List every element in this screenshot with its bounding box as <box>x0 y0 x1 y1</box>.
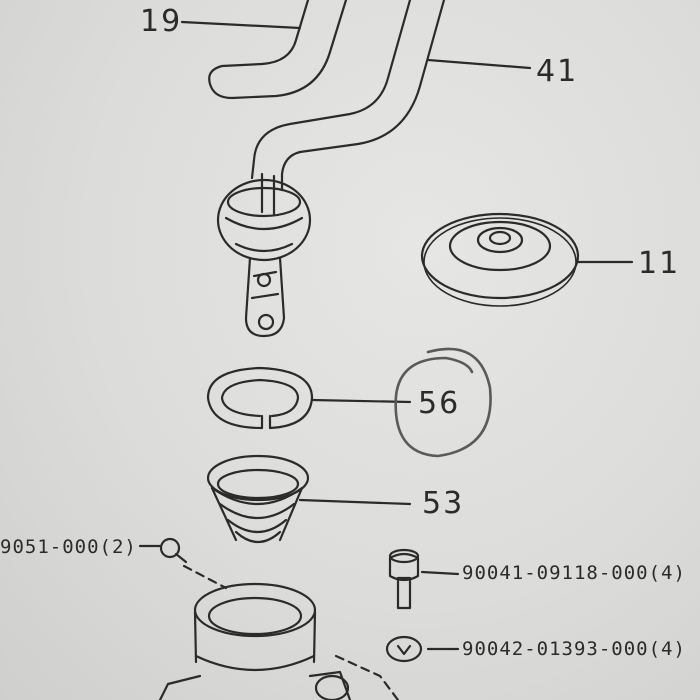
leader-53 <box>298 498 412 506</box>
part-bolt-right <box>388 548 420 610</box>
leader-56 <box>310 398 412 404</box>
callout-56: 56 <box>418 386 461 421</box>
leader-41 <box>426 58 532 70</box>
callout-bolt-left: 9051-000(2) <box>0 536 137 558</box>
part-housing <box>158 582 400 700</box>
leader-bolt-right <box>420 570 460 576</box>
leader-19 <box>180 20 302 30</box>
part-ball-joint <box>216 178 312 338</box>
callout-53: 53 <box>422 486 465 521</box>
callout-19: 19 <box>140 4 183 39</box>
part-56-circlip <box>206 366 314 430</box>
part-bolt-left <box>159 537 228 590</box>
pen-circle-56 <box>394 347 492 458</box>
part-11-boot <box>420 212 580 307</box>
callout-bolt-right: 90041-09118-000(4) <box>462 562 686 584</box>
part-19-handle <box>208 0 348 100</box>
callout-11: 11 <box>638 246 681 281</box>
callout-41: 41 <box>536 54 579 89</box>
part-53-spring <box>206 454 310 544</box>
part-washer <box>385 635 423 663</box>
callout-washer: 90042-01393-000(4) <box>462 638 686 660</box>
